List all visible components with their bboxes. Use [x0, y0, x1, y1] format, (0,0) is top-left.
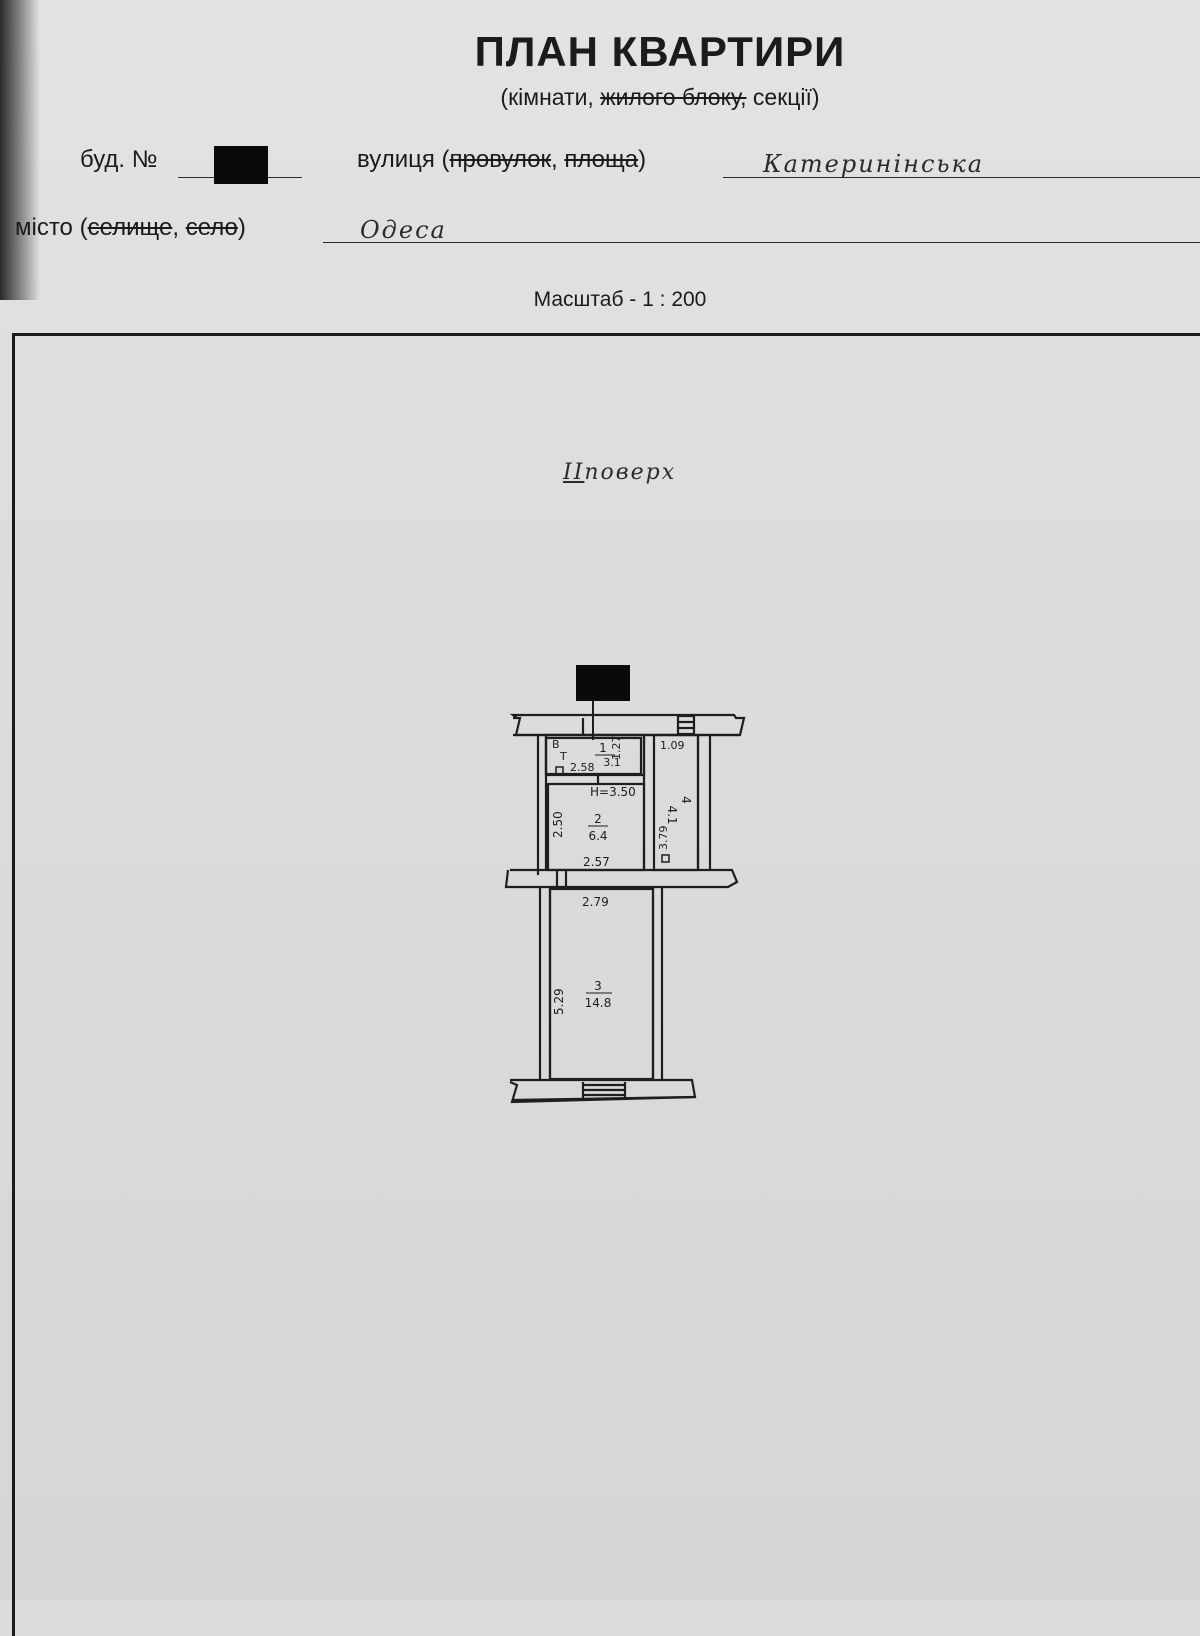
- room-1-area: 3.1: [603, 756, 621, 769]
- dim-room-2-width: 2.57: [583, 855, 610, 869]
- building-label: буд. №: [80, 146, 158, 173]
- dim-room-1-width: 2.58: [570, 761, 595, 774]
- city-value: Одеса: [360, 216, 447, 244]
- fixture-marks: В Т: [552, 738, 670, 863]
- walls: [504, 713, 746, 1104]
- dimension-labels: 2.58 1.27 H=3.50 2.50 2.57 2.79 5.29 1.0…: [551, 736, 685, 1016]
- dim-room-4-length: 3.79: [657, 826, 670, 851]
- room-labels: 1 3.1 2 6.4 3 14.8 4 4.1: [585, 741, 693, 1010]
- document-sheet: [0, 0, 1200, 1600]
- redacted-building-number: [214, 146, 268, 184]
- room-2-area: 6.4: [588, 829, 607, 843]
- dim-room-3-length: 5.29: [552, 988, 566, 1015]
- room-3-number: 3: [594, 979, 602, 993]
- redacted-apartment-number: [576, 665, 630, 740]
- dim-room-4-width: 1.09: [660, 739, 685, 752]
- street-label: вулиця (провулок, площа): [357, 146, 647, 173]
- dim-room-1-height: 1.27: [610, 736, 623, 761]
- plan-frame: [12, 333, 1200, 1636]
- city-line: [323, 242, 1200, 243]
- dim-room-3-width: 2.79: [582, 895, 609, 909]
- document-title: ПЛАН КВАРТИРИ: [474, 28, 846, 75]
- document-subtitle: (кімнати, жилого блоку, секції): [500, 84, 820, 110]
- city-label: місто (селище, село): [15, 214, 246, 241]
- room-4-number: 4: [679, 796, 693, 804]
- street-line: [723, 177, 1200, 178]
- struck-subtitle: жилого блоку,: [600, 84, 747, 110]
- page-edge-shadow: [0, 0, 40, 300]
- floor-plan: В Т 1 3.1 2 6.4 3 14.8 4 4.1 2.58 1.27 H…: [504, 665, 746, 1104]
- scale-label: Масштаб - 1 : 200: [533, 288, 707, 311]
- bath-sub-letter: Т: [559, 750, 567, 763]
- room-3-area: 14.8: [585, 996, 612, 1010]
- bath-letter: В: [552, 738, 560, 751]
- dim-ceiling-height: H=3.50: [590, 785, 636, 799]
- street-value: Катеринінська: [763, 150, 985, 178]
- room-2-number: 2: [594, 812, 602, 826]
- room-1-number: 1: [599, 741, 607, 755]
- room-4-area: 4.1: [665, 805, 679, 824]
- dim-room-2-height: 2.50: [551, 811, 565, 838]
- floor-label: IIповерх: [563, 460, 677, 485]
